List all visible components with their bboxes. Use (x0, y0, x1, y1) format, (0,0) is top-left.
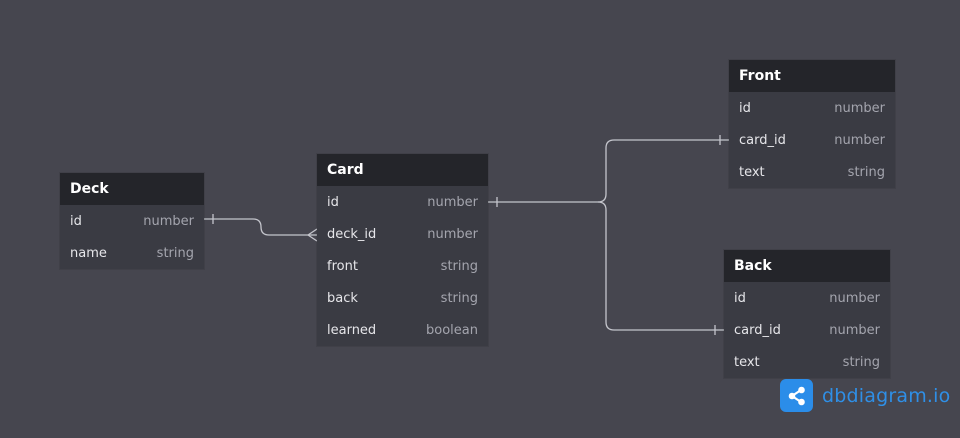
field-name: text (734, 354, 760, 370)
field-row-deck-name[interactable]: name string (60, 237, 204, 269)
field-name: card_id (739, 132, 786, 148)
table-back-header[interactable]: Back (724, 250, 890, 282)
field-name: deck_id (327, 226, 377, 242)
field-type: number (427, 194, 478, 210)
table-deck[interactable]: Deck id number name string (60, 173, 204, 269)
field-row-back-card-id[interactable]: card_id number (724, 314, 890, 346)
field-row-card-learned[interactable]: learned boolean (317, 314, 488, 346)
share-nodes-icon (780, 379, 813, 412)
field-type: string (440, 290, 478, 306)
field-row-front-card-id[interactable]: card_id number (729, 124, 895, 156)
field-name: name (70, 245, 107, 261)
relation-card-back[interactable] (597, 201, 724, 335)
field-type: boolean (426, 322, 478, 338)
field-name: back (327, 290, 358, 306)
field-type: number (834, 100, 885, 116)
field-name: front (327, 258, 358, 274)
field-type: string (842, 354, 880, 370)
field-name: card_id (734, 322, 781, 338)
field-type: number (427, 226, 478, 242)
field-type: string (847, 164, 885, 180)
relation-card-back-line (597, 201, 724, 331)
relation-deck-card[interactable] (204, 214, 318, 242)
field-name: id (70, 213, 82, 229)
field-type: number (829, 322, 880, 338)
field-type: number (834, 132, 885, 148)
field-row-front-id[interactable]: id number (729, 92, 895, 124)
brand-logo[interactable]: dbdiagram.io (780, 379, 950, 412)
field-type: string (440, 258, 478, 274)
field-row-card-deck-id[interactable]: deck_id number (317, 218, 488, 250)
field-type: number (143, 213, 194, 229)
field-row-card-front[interactable]: front string (317, 250, 488, 282)
table-back[interactable]: Back id number card_id number text strin… (724, 250, 890, 378)
brand-text: dbdiagram.io (822, 384, 951, 407)
field-row-back-id[interactable]: id number (724, 282, 890, 314)
table-card[interactable]: Card id number deck_id number front stri… (317, 154, 488, 346)
field-row-card-id[interactable]: id number (317, 186, 488, 218)
field-type: string (156, 245, 194, 261)
table-front[interactable]: Front id number card_id number text stri… (729, 60, 895, 188)
table-front-header[interactable]: Front (729, 60, 895, 92)
field-row-front-text[interactable]: text string (729, 156, 895, 188)
relation-card-front-line (488, 139, 729, 203)
field-name: id (739, 100, 751, 116)
field-name: id (734, 290, 746, 306)
many-marker (306, 228, 318, 242)
field-row-card-back[interactable]: back string (317, 282, 488, 314)
relation-card-front[interactable] (488, 135, 729, 207)
relation-deck-card-line (204, 218, 317, 236)
field-name: learned (327, 322, 377, 338)
table-deck-header[interactable]: Deck (60, 173, 204, 205)
field-name: id (327, 194, 339, 210)
table-card-header[interactable]: Card (317, 154, 488, 186)
field-type: number (829, 290, 880, 306)
field-row-back-text[interactable]: text string (724, 346, 890, 378)
field-row-deck-id[interactable]: id number (60, 205, 204, 237)
field-name: text (739, 164, 765, 180)
